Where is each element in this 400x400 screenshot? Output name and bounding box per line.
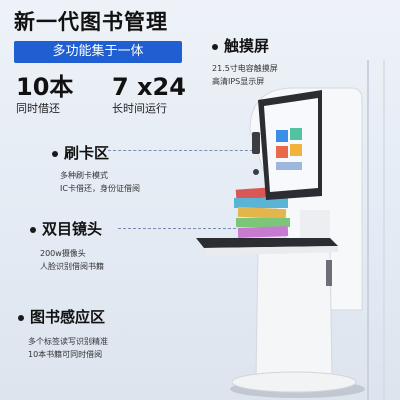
stat-uptime-label: 长时间运行 [112,102,167,115]
page-title: 新一代图书管理 [14,10,168,34]
feature-card-title: 刷卡区 [64,144,110,162]
leader-line [118,228,236,229]
bullet-icon [30,226,36,233]
feature-sensor-line: 10本书籍可同时借阅 [28,350,103,359]
leader-line [108,150,258,151]
feature-card-line: IC卡借还，身份证借阅 [60,184,140,193]
feature-camera: 双目镜头 200w摄像头 人脸识别借阅书籍 [30,218,104,273]
feature-sensor-title: 图书感应区 [30,308,106,326]
stat-uptime-value: 7 x24 [112,73,186,101]
bullet-icon [212,43,218,50]
feature-touchscreen-line: 21.5寸电容触摸屏 [212,64,278,73]
stat-capacity-label: 同时借还 [16,102,60,115]
bullet-icon [52,150,58,157]
stat-capacity-value: 10本 [16,73,74,101]
feature-sensor: 图书感应区 多个标签读写识别精准 10本书籍可同时借阅 [18,306,108,361]
feature-camera-line: 人脸识别借阅书籍 [40,262,104,271]
bullet-icon [18,314,24,321]
stat-capacity: 10本 同时借还 [16,74,73,116]
feature-camera-title: 双目镜头 [42,220,103,238]
feature-touchscreen-line: 高清IPS显示屏 [212,77,265,86]
feature-touchscreen-title: 触摸屏 [224,37,270,55]
feature-touchscreen: 触摸屏 21.5寸电容触摸屏 高清IPS显示屏 [212,35,278,88]
feature-camera-line: 200w摄像头 [40,249,86,258]
tagline-badge: 多功能集于一体 [14,41,182,63]
kiosk-illustration [196,60,385,400]
feature-card: 刷卡区 多种刷卡模式 IC卡借还，身份证借阅 [52,142,140,195]
feature-card-line: 多种刷卡模式 [60,171,108,180]
feature-sensor-line: 多个标签读写识别精准 [28,337,108,346]
stat-uptime: 7 x24 长时间运行 [112,74,186,116]
